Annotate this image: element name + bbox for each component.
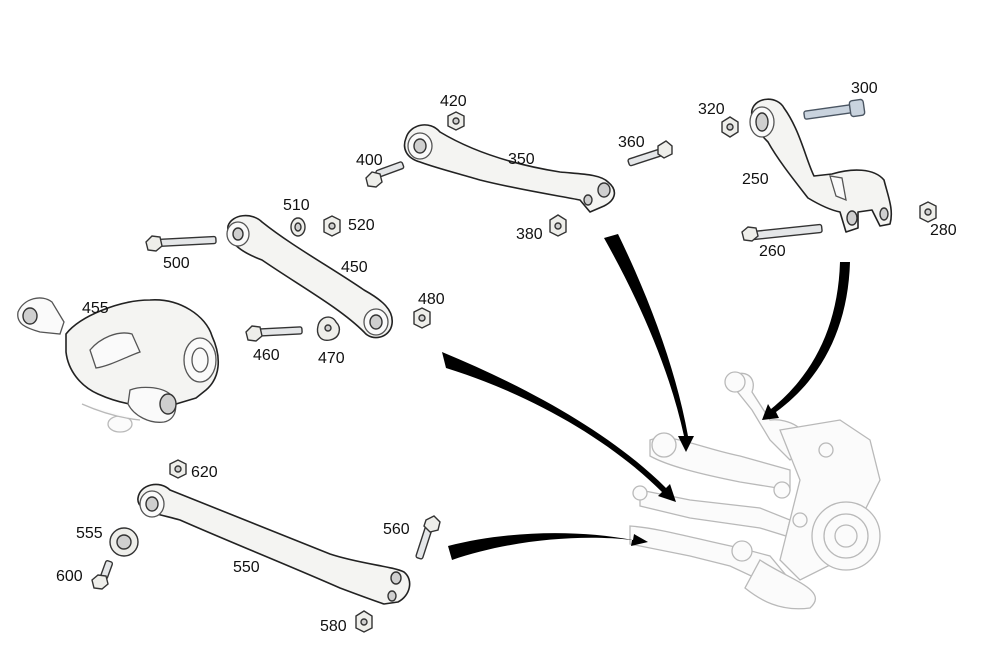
label-350: 350: [508, 151, 535, 168]
label-450: 450: [341, 259, 368, 276]
label-280: 280: [930, 222, 957, 239]
label-400: 400: [356, 152, 383, 169]
label-420: 420: [440, 93, 467, 110]
label-320: 320: [698, 101, 725, 118]
label-470: 470: [318, 350, 345, 367]
part-455-actuator: [17, 297, 219, 433]
nut-280: [919, 201, 937, 223]
label-555: 555: [76, 525, 103, 542]
bolt-560: [415, 515, 441, 560]
nut-480: [413, 307, 431, 329]
bushing-555: [109, 527, 139, 557]
bolt-500: [145, 235, 217, 252]
label-480: 480: [418, 291, 445, 308]
arrow-icon: [604, 234, 694, 452]
arrow-icon: [448, 533, 648, 560]
bolt-460: [245, 325, 303, 342]
part-350-arm: [403, 124, 616, 213]
nut-320: [721, 116, 739, 138]
label-360: 360: [618, 134, 645, 151]
part-550-arm: [137, 483, 411, 605]
label-520: 520: [348, 217, 375, 234]
label-580: 580: [320, 618, 347, 635]
arrow-icon: [762, 262, 850, 420]
label-380: 380: [516, 226, 543, 243]
label-550: 550: [233, 559, 260, 576]
bolt-400: [365, 161, 405, 188]
bolt-600: [91, 560, 114, 590]
eccentric-washer-470: [316, 316, 341, 341]
label-510: 510: [283, 197, 310, 214]
label-620: 620: [191, 464, 218, 481]
label-260: 260: [759, 243, 786, 260]
label-250: 250: [742, 171, 769, 188]
nut-420: [447, 111, 465, 131]
label-500: 500: [163, 255, 190, 272]
washer-510: [290, 217, 306, 237]
bolt-300: [803, 98, 866, 120]
label-300: 300: [851, 80, 878, 97]
arrow-icon: [442, 352, 676, 502]
label-455: 455: [82, 300, 109, 317]
arrows-group: [442, 234, 850, 560]
part-450-arm: [226, 214, 393, 339]
wheel-carrier-assembly: [629, 371, 881, 610]
nut-380: [549, 214, 567, 237]
label-600: 600: [56, 568, 83, 585]
bolt-260: [741, 223, 823, 242]
nut-580: [355, 610, 373, 633]
bolt-360: [627, 140, 673, 167]
nut-520: [323, 215, 341, 237]
nut-620: [169, 459, 187, 479]
part-250-arm: [749, 98, 893, 233]
label-560: 560: [383, 521, 410, 538]
label-460: 460: [253, 347, 280, 364]
